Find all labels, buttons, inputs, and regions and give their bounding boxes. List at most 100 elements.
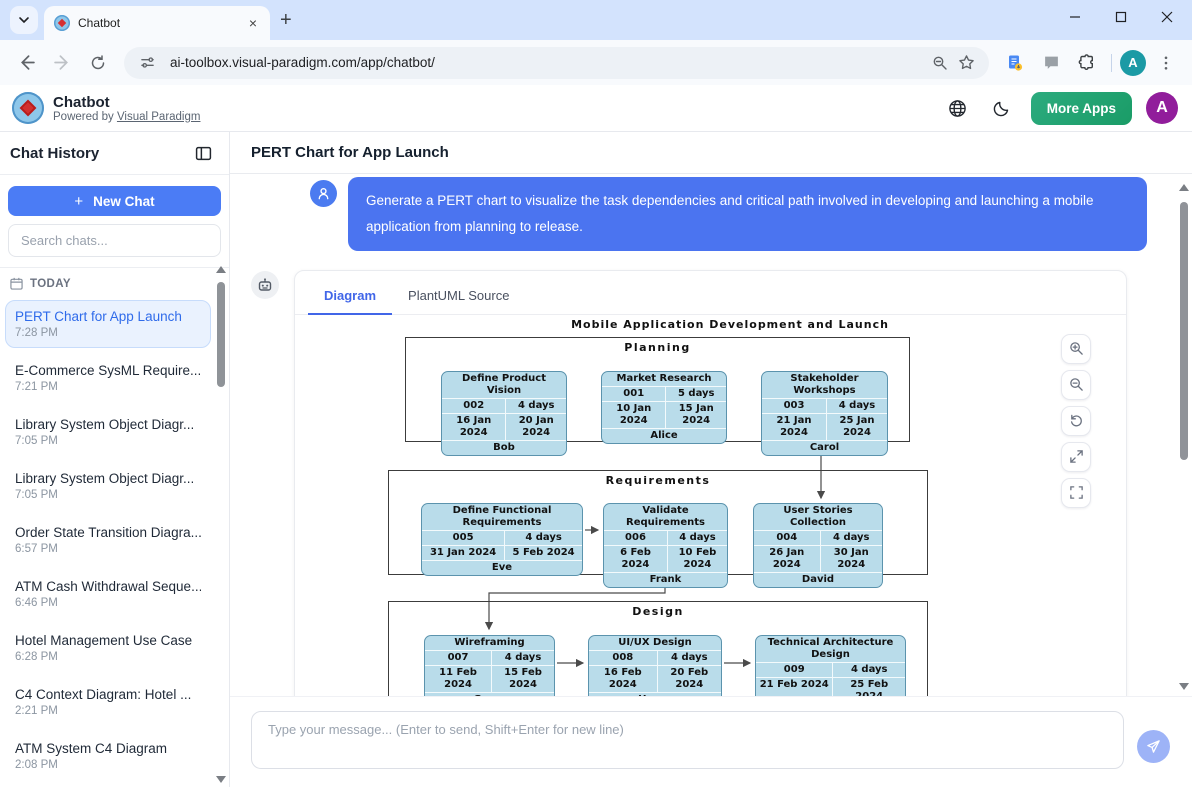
tab-diagram[interactable]: Diagram xyxy=(308,281,393,315)
chat-scrollbar[interactable] xyxy=(1178,182,1190,692)
browser-profile-avatar[interactable]: A xyxy=(1120,49,1146,76)
scroll-up-icon[interactable] xyxy=(1179,183,1189,191)
scroll-down-icon[interactable] xyxy=(216,776,226,783)
message-input[interactable] xyxy=(251,711,1124,770)
fullscreen-button[interactable] xyxy=(1061,477,1091,508)
task-duration: 4 days xyxy=(838,399,876,411)
zoom-out-button[interactable] xyxy=(1061,369,1091,400)
extensions-button[interactable] xyxy=(1071,47,1103,79)
maximize-button[interactable] xyxy=(1102,2,1140,32)
zoom-page-icon[interactable] xyxy=(927,50,953,76)
chat-item-title: Library System Object Diagr... xyxy=(15,417,195,432)
expand-icon xyxy=(1069,450,1083,464)
forward-button[interactable] xyxy=(46,47,78,79)
close-button[interactable] xyxy=(1148,2,1186,32)
task-id: 008 xyxy=(589,650,658,665)
chat-history-item[interactable]: ATM System C4 Diagram 2:08 PM xyxy=(5,732,211,780)
main-area: PERT Chart for App Launch Generate a PER… xyxy=(230,132,1192,787)
moon-icon xyxy=(993,101,1008,117)
chat-history-item[interactable]: E-Commerce SysML Require... 7:21 PM xyxy=(5,354,211,402)
tab-plantuml-source[interactable]: PlantUML Source xyxy=(392,281,525,314)
back-button[interactable] xyxy=(10,47,42,79)
reset-view-button[interactable] xyxy=(1061,405,1091,436)
task-end-date: 10 Feb 2024 xyxy=(678,546,717,570)
extensions-puzzle-icon xyxy=(1078,53,1093,70)
section-label: Requirements xyxy=(605,473,711,487)
task-start-date: 21 Feb 2024 xyxy=(756,677,834,697)
section-label: Planning xyxy=(624,340,691,354)
address-bar[interactable]: ai-toolbox.visual-paradigm.com/app/chatb… xyxy=(124,46,989,79)
reload-button[interactable] xyxy=(82,47,114,79)
today-section-header: TODAY xyxy=(0,267,229,294)
powered-by: Powered by Visual Paradigm xyxy=(53,110,201,123)
task-start-date: 11 Feb 2024 xyxy=(425,665,493,692)
sidebar-scrollbar[interactable] xyxy=(215,264,227,785)
site-settings-icon[interactable] xyxy=(134,50,160,76)
browser-tab[interactable]: Chatbot × xyxy=(44,6,270,40)
task-start-date: 21 Jan 2024 xyxy=(762,413,827,440)
page-title: PERT Chart for App Launch xyxy=(251,143,449,161)
search-chats-input[interactable] xyxy=(8,224,221,257)
docs-extension-button[interactable] xyxy=(999,47,1031,79)
minimize-button[interactable] xyxy=(1056,2,1094,32)
task-duration: 4 days xyxy=(833,531,870,543)
user-message-row: Generate a PERT chart to visualize the t… xyxy=(230,176,1192,251)
task-duration: 4 days xyxy=(504,651,542,663)
task-assignee: David xyxy=(801,573,835,585)
more-apps-button[interactable]: More Apps xyxy=(1030,91,1132,125)
chat-extension-button[interactable] xyxy=(1035,47,1067,79)
browser-menu-button[interactable] xyxy=(1150,47,1182,79)
scroll-up-icon[interactable] xyxy=(216,266,226,273)
scrollbar-thumb[interactable] xyxy=(1180,201,1188,460)
chat-item-time: 6:57 PM xyxy=(15,543,58,555)
chat-history-sidebar: Chat History +New Chat TODAY PERT Chart … xyxy=(0,132,230,787)
chat-history-item[interactable]: Order State Transition Diagra... 6:57 PM xyxy=(5,516,211,564)
task-assignee: Carol xyxy=(809,441,840,453)
chat-list: PERT Chart for App Launch 7:28 PM E-Comm… xyxy=(0,294,229,780)
task-assignee: Grace xyxy=(425,693,554,696)
chat-history-item[interactable]: C4 Context Diagram: Hotel ... 2:21 PM xyxy=(5,678,211,726)
task-id: 001 xyxy=(602,386,667,401)
calendar-icon xyxy=(10,277,23,290)
scroll-down-icon[interactable] xyxy=(1179,683,1189,691)
docs-extension-icon xyxy=(1009,55,1023,71)
task-duration: 5 days xyxy=(677,387,715,399)
chat-history-item[interactable]: Library System Object Diagr... 7:05 PM xyxy=(5,408,211,456)
sidebar-title: Chat History xyxy=(10,144,100,162)
chat-history-item[interactable]: PERT Chart for App Launch 7:28 PM xyxy=(5,300,211,348)
zoom-in-icon xyxy=(1069,342,1083,356)
scrollbar-thumb[interactable] xyxy=(217,282,225,387)
new-tab-button[interactable]: + xyxy=(280,9,292,31)
visual-paradigm-link[interactable]: Visual Paradigm xyxy=(116,110,201,123)
expand-button[interactable] xyxy=(1061,441,1091,472)
task-end-date: 20 Feb 2024 xyxy=(670,666,709,690)
section-label: Design xyxy=(632,604,684,618)
diagram-viewport[interactable]: Mobile Application Development and Launc… xyxy=(295,315,1126,697)
tab-search-button[interactable] xyxy=(10,6,38,34)
chat-history-item[interactable]: ATM Cash Withdrawal Seque... 6:46 PM xyxy=(5,570,211,618)
diagram-zoom-controls xyxy=(1061,333,1091,508)
language-button[interactable] xyxy=(943,93,973,123)
browser-toolbar: ai-toolbox.visual-paradigm.com/app/chatb… xyxy=(0,40,1192,85)
task-start-date: 10 Jan 2024 xyxy=(602,401,667,428)
sidebar-collapse-button[interactable] xyxy=(191,141,215,165)
new-chat-button[interactable]: +New Chat xyxy=(8,186,221,216)
dark-mode-button[interactable] xyxy=(987,93,1017,123)
chat-history-item[interactable]: Hotel Management Use Case 6:28 PM xyxy=(5,624,211,672)
bookmark-star-icon[interactable] xyxy=(953,50,979,76)
tab-close-button[interactable]: × xyxy=(244,14,262,32)
chat-history-item[interactable]: Library System Object Diagr... 7:05 PM xyxy=(5,462,211,510)
task-start-date: 16 Jan 2024 xyxy=(442,413,507,440)
send-button[interactable] xyxy=(1137,729,1170,763)
zoom-in-button[interactable] xyxy=(1061,333,1091,364)
task-start-date: 16 Feb 2024 xyxy=(589,665,658,692)
chat-item-title: Hotel Management Use Case xyxy=(15,633,193,648)
user-avatar[interactable]: A xyxy=(1146,92,1178,124)
chat-item-title: ATM System C4 Diagram xyxy=(15,741,168,756)
chat-extension-icon xyxy=(1044,56,1058,69)
url-text[interactable]: ai-toolbox.visual-paradigm.com/app/chatb… xyxy=(170,55,435,70)
